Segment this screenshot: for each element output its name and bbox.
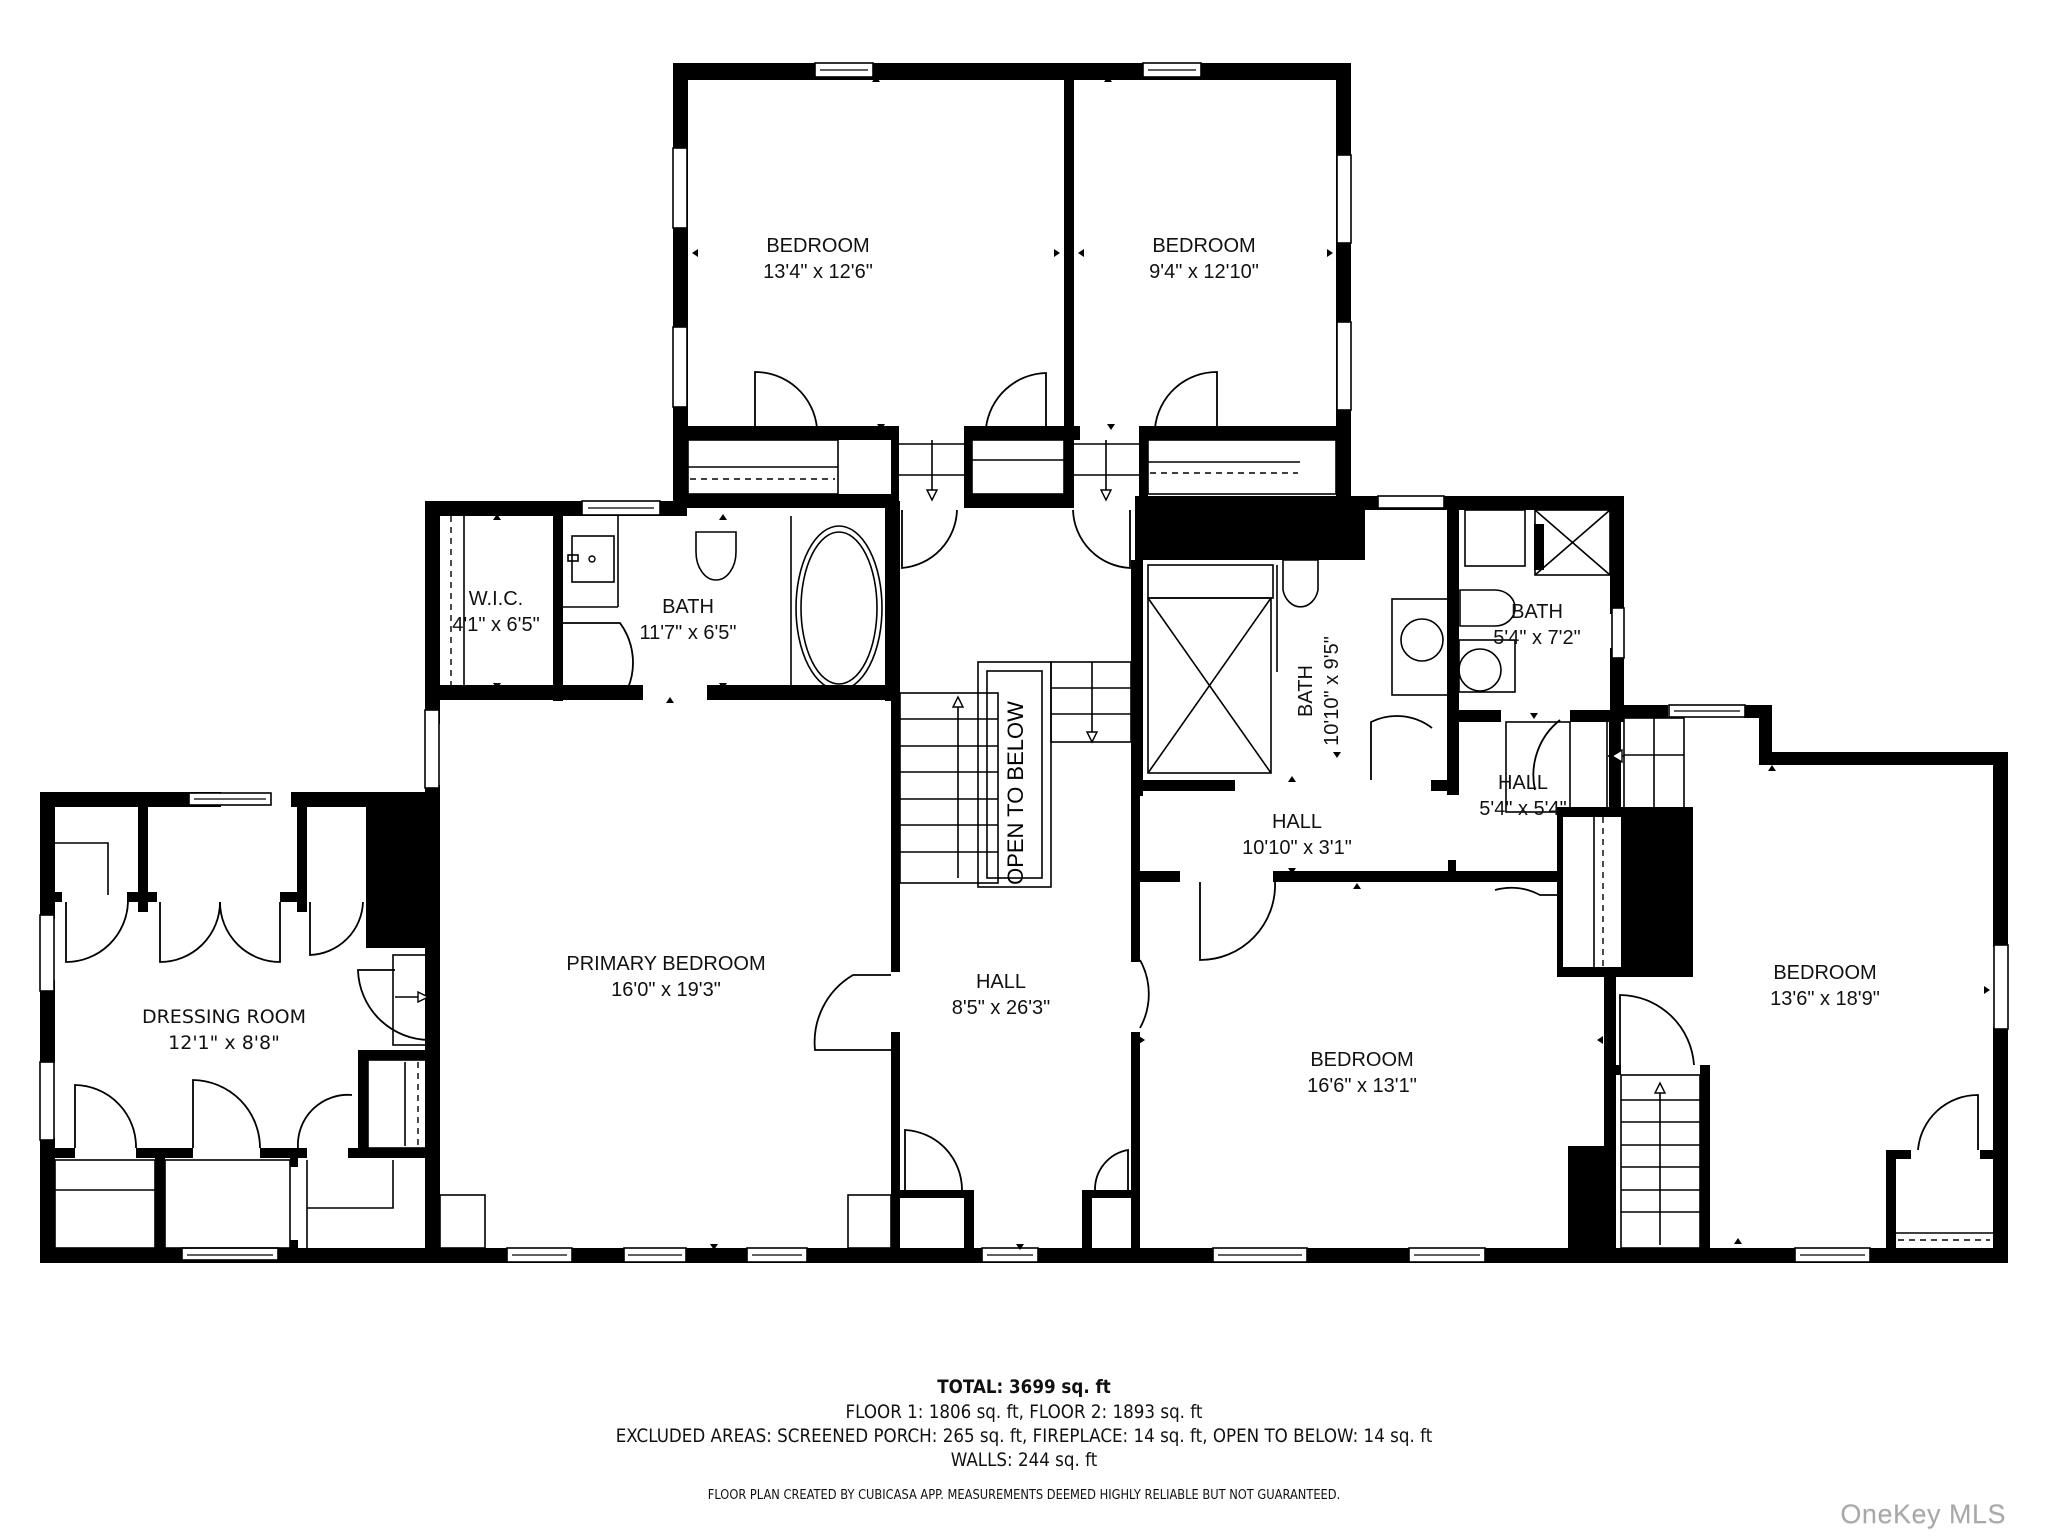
room-label-bedroom-top-left: BEDROOM 13'4" x 12'6"	[763, 233, 873, 285]
disclaimer: FLOOR PLAN CREATED BY CUBICASA APP. MEAS…	[707, 1488, 1341, 1503]
room-dimensions: 5'4" x 7'2"	[1493, 627, 1581, 649]
room-label-dressing-room: DRESSING ROOM 12'1" x 8'8"	[142, 1004, 306, 1056]
fixtures	[54, 439, 1993, 1249]
room-dimensions: 9'4" x 12'10"	[1149, 261, 1259, 283]
room-dimensions: 4'1" x 6'5"	[452, 614, 540, 636]
room-name: HALL	[975, 971, 1027, 993]
room-dimensions: 13'4" x 12'6"	[763, 261, 873, 283]
room-name: BATH	[1511, 601, 1563, 623]
windows	[39, 62, 2009, 1263]
room-name: W.I.C.	[468, 588, 524, 610]
room-dimensions: 16'6" x 13'1"	[1307, 1075, 1417, 1097]
room-label-bedroom-right: BEDROOM 13'6" x 18'9"	[1770, 960, 1880, 1012]
room-dimensions: 12'1" x 8'8"	[168, 1032, 280, 1054]
room-label-bedroom-top-right: BEDROOM 9'4" x 12'10"	[1149, 233, 1259, 285]
room-dimensions: 10'10" x 3'1"	[1242, 837, 1352, 859]
room-name: PRIMARY BEDROOM	[566, 953, 766, 975]
room-dimensions: 10'10" x 9'5"	[1321, 636, 1343, 746]
floor-areas: FLOOR 1: 1806 sq. ft, FLOOR 2: 1893 sq. …	[845, 1401, 1203, 1423]
room-label-primary-bedroom: PRIMARY BEDROOM 16'0" x 19'3"	[566, 951, 765, 1003]
room-name: HALL	[1271, 811, 1323, 833]
measurement-markers	[493, 76, 1990, 1250]
room-dimensions: 5'4" x 5'4"	[1479, 798, 1567, 820]
walls	[40, 63, 2008, 1263]
room-label-bedroom-center: BEDROOM 16'6" x 13'1"	[1307, 1047, 1417, 1099]
walls-area: WALLS: 244 sq. ft	[950, 1449, 1098, 1471]
open-to-below-label: OPEN TO BELOW	[1003, 701, 1028, 885]
doors	[65, 371, 1979, 1191]
total-area: TOTAL: 3699 sq. ft	[937, 1376, 1111, 1398]
room-dimensions: 13'6" x 18'9"	[1770, 988, 1880, 1010]
room-label-wic: W.I.C. 4'1" x 6'5"	[452, 586, 539, 638]
room-label-hall-main: HALL 8'5" x 26'3"	[952, 969, 1051, 1021]
room-label-hall-short: HALL 10'10" x 3'1"	[1242, 809, 1352, 861]
watermark-logo: OneKey MLS	[1840, 1499, 2006, 1529]
excluded-areas: EXCLUDED AREAS: SCREENED PORCH: 265 sq. …	[615, 1425, 1433, 1447]
room-dimensions: 16'0" x 19'3"	[611, 979, 721, 1001]
room-name: BEDROOM	[1773, 962, 1877, 984]
room-name: DRESSING ROOM	[141, 1006, 307, 1028]
room-name: BATH	[1295, 665, 1317, 717]
room-name: BEDROOM	[766, 235, 870, 257]
room-name: BEDROOM	[1310, 1049, 1414, 1071]
room-dimensions: 11'7" x 6'5"	[639, 622, 737, 644]
room-label-hall-small: HALL 5'4" x 5'4"	[1479, 770, 1566, 822]
room-label-bath-primary: BATH 11'7" x 6'5"	[639, 594, 736, 646]
room-name: BEDROOM	[1152, 235, 1256, 257]
room-name: BATH	[662, 596, 714, 618]
room-name: HALL	[1497, 772, 1549, 794]
room-label-bath-small: BATH 5'4" x 7'2"	[1493, 599, 1580, 651]
room-dimensions: 8'5" x 26'3"	[951, 997, 1051, 1019]
room-label-bath-center: BATH 10'10" x 9'5"	[1293, 636, 1345, 746]
